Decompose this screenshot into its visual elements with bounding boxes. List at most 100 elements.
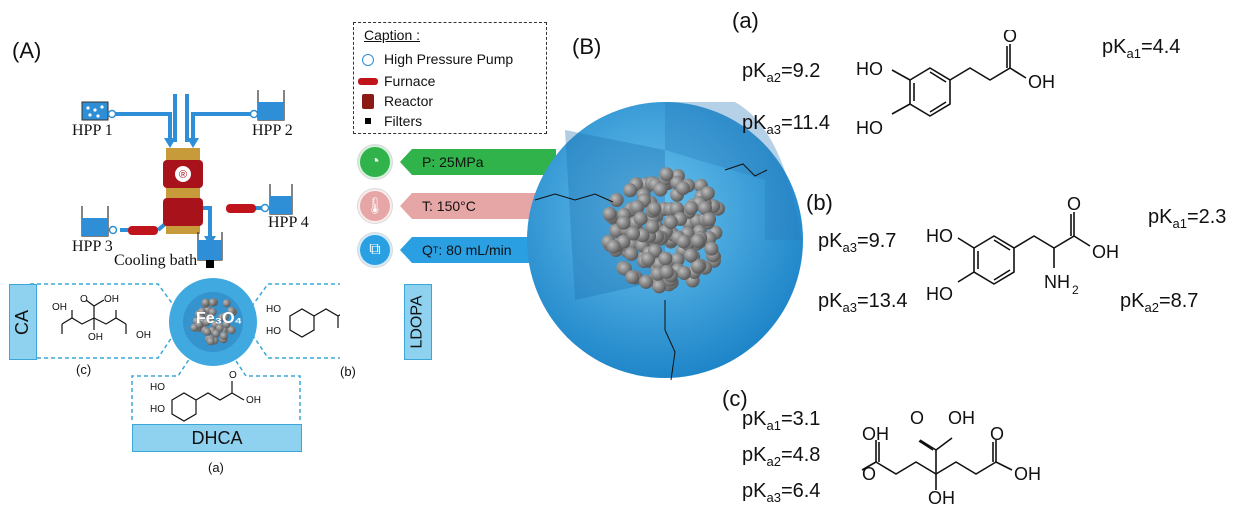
dhca-pka3: pKa3=11.4: [742, 112, 830, 137]
ca-pka3-base: pK: [742, 480, 767, 502]
core-particle: [203, 327, 212, 336]
dhca-small-atom-ho1: HO: [150, 382, 165, 393]
core-particle: [684, 201, 698, 215]
core-particle: [691, 259, 705, 273]
ca-atom-oh4: OH: [1014, 464, 1041, 484]
ca-pka1: pKa1=3.1: [742, 408, 820, 433]
dhca-structure: HO HO O OH: [856, 30, 1055, 138]
caption-box: Caption : High Pressure Pump Furnace Rea…: [353, 22, 547, 134]
core-particle: [630, 200, 645, 215]
caption-title: Caption :: [364, 27, 421, 43]
ldopa-pka1: pKa1=2.3: [1148, 206, 1226, 231]
dhca-pka3-base: pK: [742, 112, 767, 134]
hpp3-label: HPP 3: [72, 238, 113, 255]
ca-small-atom-oh4: OH: [136, 330, 151, 341]
core-particle: [206, 337, 215, 346]
large-nanoparticle: [527, 102, 803, 381]
flow-label-q: Q: [422, 242, 433, 258]
caption-item-furnace: Furnace: [358, 73, 436, 89]
ca-pka1-sub: a1: [766, 418, 781, 433]
dhca-pka3-value: =11.4: [780, 112, 831, 134]
ldopa-pka3-a: pKa3=9.7: [818, 230, 896, 255]
ldopa-pka2: pKa2=8.7: [1120, 290, 1198, 315]
ldopa-pka3b-sub: a3: [842, 300, 857, 315]
core-particle: [633, 211, 648, 226]
ldopa-small-atom-ho1: HO: [266, 304, 281, 315]
ldopa-small-atom-ho2: HO: [266, 326, 281, 337]
panel-label-b: (B): [572, 34, 602, 59]
caption-label-pump: High Pressure Pump: [384, 51, 514, 67]
flow-icon: ⧉: [358, 233, 392, 267]
core-particle: [609, 193, 624, 207]
core-particle: [653, 182, 668, 197]
sublabel-b: (b): [340, 364, 356, 379]
core-particle: [645, 219, 660, 234]
tank-hpp2: [249, 90, 285, 121]
core-particle: [616, 215, 631, 230]
core-particle: [625, 270, 640, 285]
tag-ca-text: CA: [12, 309, 33, 335]
ca-dashed-box: [29, 283, 175, 359]
label-a: (a): [732, 8, 759, 33]
ldopa-atom-ho1: HO: [926, 226, 953, 246]
core-particle: [626, 226, 640, 241]
dhca-pka1-value: =4.4: [1140, 36, 1181, 58]
ldopa-atom-o: O: [1067, 196, 1081, 214]
core-particle: [659, 264, 674, 279]
pump-icon: [362, 54, 374, 66]
dhca-small-structure: [171, 381, 245, 422]
core-particle: [222, 299, 231, 308]
sublabel-a: (a): [208, 460, 224, 475]
ldopa-pka2-base: pK: [1120, 290, 1145, 312]
ligand-scheme: O OH OH OH OH HO HO OH HO HO OH O: [29, 278, 340, 422]
core-particle: [195, 320, 204, 329]
core-particle: [197, 307, 206, 316]
caption-label-furnace: Furnace: [384, 73, 436, 89]
reactor: [163, 148, 203, 234]
dhca-small-atom-ho2: HO: [150, 404, 165, 415]
ldopa-pka2-value: =8.7: [1158, 290, 1199, 312]
ca-atom-oh1: OH: [862, 424, 889, 444]
core-particle: [201, 298, 210, 307]
ca-atom-o3: O: [862, 464, 876, 484]
core-particle: [683, 248, 698, 263]
ldopa-atom-nh-sub: 2: [1072, 283, 1079, 297]
core-particle: [227, 306, 236, 315]
ldopa-pka3b-value: =13.4: [856, 290, 908, 312]
core-particle: [624, 246, 639, 261]
panel-label-a: (A): [12, 38, 42, 63]
dhca-atom-ho1: HO: [856, 59, 883, 79]
ca-small-atom-o: O: [80, 294, 88, 305]
dhca-pka1-base: pK: [1102, 36, 1127, 58]
core-particle: [690, 233, 705, 248]
sublabel-c: (c): [76, 362, 92, 377]
caption-item-filters: Filters: [365, 113, 422, 129]
condition-pressure-text: P: 25MPa: [400, 149, 556, 175]
hpp1-label: HPP 1: [72, 122, 113, 139]
ca-atom-oh2: OH: [948, 408, 975, 428]
core-particle: [698, 201, 712, 216]
cooling-bath: [197, 232, 223, 268]
core-particle: [677, 266, 691, 280]
ca-structure: OH O OH O OH OH O: [861, 408, 1041, 506]
core-particle: [641, 252, 656, 267]
ldopa-atom-ho2: HO: [926, 284, 953, 304]
dhca-small-atom-o: O: [229, 370, 237, 381]
dhca-pka2: pKa2=9.2: [742, 60, 820, 85]
gauge-icon: ◔: [358, 145, 392, 179]
core-particle: [602, 206, 617, 221]
tag-ldopa-text: LDOPA: [409, 295, 426, 349]
core-particle: [676, 234, 691, 249]
core-particle: [659, 167, 674, 182]
ca-pka2-sub: a2: [766, 454, 781, 469]
ldopa-pka3a-value: =9.7: [856, 230, 897, 252]
ligand-links: [534, 163, 768, 381]
label-b: (b): [806, 190, 833, 215]
core-particle: [222, 320, 231, 329]
ldopa-pka3a-base: pK: [818, 230, 843, 252]
core-particle: [702, 212, 716, 227]
ca-atom-oh3: OH: [928, 488, 955, 506]
furnace-1: [128, 226, 158, 235]
